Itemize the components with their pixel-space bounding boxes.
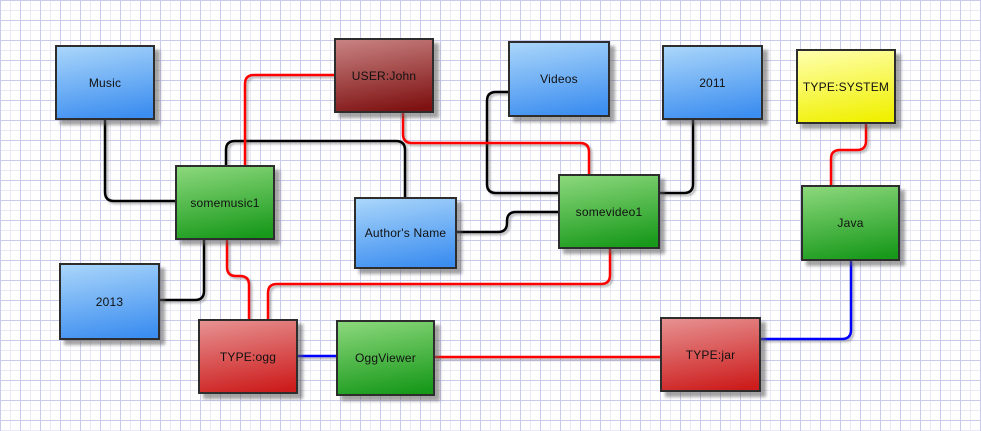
edge-user-john-somemusic1[interactable]: [243, 73, 334, 165]
node-label: OggViewer: [355, 351, 416, 365]
node-oggviewer[interactable]: OggViewer: [336, 320, 435, 396]
node-videos[interactable]: Videos: [508, 41, 610, 117]
node-type-ogg[interactable]: TYPE:ogg: [198, 319, 298, 394]
node-label: 2013: [95, 294, 124, 309]
node-label: 2011: [699, 75, 726, 90]
edge-type-jar-java[interactable]: [761, 261, 853, 341]
node-type-system[interactable]: TYPE:SYSTEM: [796, 49, 896, 124]
node-label: Music: [88, 75, 122, 90]
node-music[interactable]: Music: [55, 45, 155, 120]
node-2013[interactable]: 2013: [59, 263, 160, 340]
node-label: TYPE:jar: [685, 347, 736, 362]
node-label: Author's Name: [364, 226, 447, 240]
node-label: TYPE:ogg: [219, 349, 277, 364]
edge-type-system-java[interactable]: [829, 124, 868, 185]
node-authors-name[interactable]: Author's Name: [354, 197, 457, 269]
edge-somemusic1-type-ogg[interactable]: [225, 240, 251, 319]
node-label: USER:John: [351, 68, 417, 83]
node-user-john[interactable]: USER:John: [334, 38, 434, 113]
node-label: somevideo1: [575, 204, 643, 219]
edge-somemusic1-authors-name[interactable]: [224, 139, 407, 197]
node-type-jar[interactable]: TYPE:jar: [660, 317, 761, 392]
node-somemusic1[interactable]: somemusic1: [175, 165, 275, 240]
edge-2011-somevideo1[interactable]: [660, 120, 695, 195]
edge-somevideo1-type-ogg[interactable]: [266, 249, 612, 319]
node-java[interactable]: Java: [801, 185, 900, 261]
node-label: TYPE:SYSTEM: [802, 79, 890, 94]
node-label: Videos: [540, 72, 578, 86]
node-label: Java: [837, 216, 864, 230]
edge-music-somemusic1[interactable]: [103, 120, 175, 203]
node-somevideo1[interactable]: somevideo1: [558, 174, 660, 249]
edge-authors-name-somevideo1[interactable]: [457, 210, 558, 234]
node-2011[interactable]: 2011: [662, 45, 763, 120]
node-label: somemusic1: [190, 195, 260, 210]
edge-somemusic1-2013[interactable]: [160, 240, 206, 302]
edge-user-john-somevideo1[interactable]: [401, 113, 591, 174]
